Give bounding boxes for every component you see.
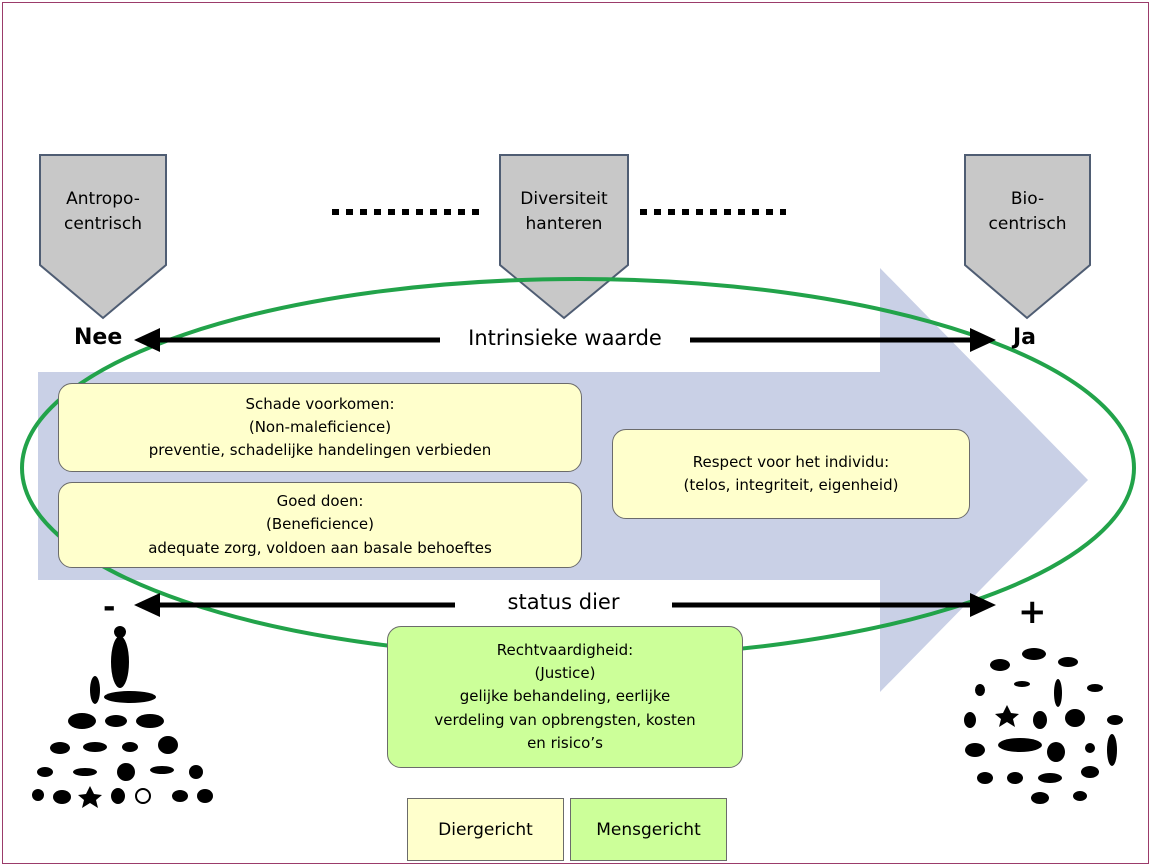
top-axis-arrowhead-right [970,328,996,352]
box-harm-title: Schade voorkomen: [245,394,395,413]
box-justice-desc-1: gelijke behandeling, eerlijke [459,687,671,706]
legend-human-oriented: Mensgericht [570,798,727,861]
species-circle-illustration [964,648,1123,804]
box-good-term: (Beneficience) [265,515,375,534]
box-justice-desc-2: verdeling van opbrengsten, kosten [434,710,696,729]
shield-middle-label: Diversiteit hanteren [500,187,628,236]
shield-right [964,154,1091,320]
axis-top-left-label: Nee [74,325,123,350]
shield-left-line-2: centrisch [64,213,142,234]
axis-bottom-label: status dier [507,590,620,614]
axis-top-label: Intrinsieke waarde [468,326,662,350]
box-harm-desc: preventie, schadelijke handelingen verbi… [148,441,492,460]
shield-middle-line-2: hanteren [525,213,603,234]
bottom-axis-arrowhead-left [134,593,160,617]
box-justice-title: Rechtvaardigheid: [496,640,634,659]
box-respect-individual: Respect voor het individu: (telos, integ… [612,429,970,519]
box-beneficence: Goed doen: (Beneficience) adequate zorg,… [58,482,582,568]
box-harm-term: (Non-maleficience) [248,417,392,436]
axis-bottom-right-label: + [1018,592,1047,632]
box-good-desc: adequate zorg, voldoen aan basale behoef… [148,538,492,557]
box-justice-desc-3: en risico’s [527,733,603,752]
top-axis-arrowhead-left [134,328,160,352]
shield-right-line-1: Bio- [1010,189,1045,209]
bottom-axis-arrowhead-right [970,593,996,617]
shield-left-line-1: Antropo- [66,189,140,209]
shield-middle-line-1: Diversiteit [520,189,608,209]
box-justice-term: (Justice) [534,664,596,683]
shield-middle [499,154,629,320]
axis-bottom-left-label: - [103,590,116,625]
box-respect-desc: (telos, integriteit, eigenheid) [683,476,899,494]
shield-right-line-2: centrisch [988,213,1067,234]
species-pyramid-illustration [32,626,213,808]
box-good-title: Goed doen: [276,492,364,511]
shield-left-label: Antropo- centrisch [40,187,166,236]
box-justice: Rechtvaardigheid: (Justice) gelijke beha… [387,626,743,768]
legend-animal-oriented: Diergericht [407,798,564,861]
box-respect-title: Respect voor het individu: [692,452,890,471]
box-harm-prevention: Schade voorkomen: (Non-maleficience) pre… [58,383,582,472]
axis-top-right-label: Ja [1013,325,1037,350]
shield-right-label: Bio- centrisch [965,187,1090,236]
shield-left [39,154,167,320]
big-arrow [38,268,1088,692]
